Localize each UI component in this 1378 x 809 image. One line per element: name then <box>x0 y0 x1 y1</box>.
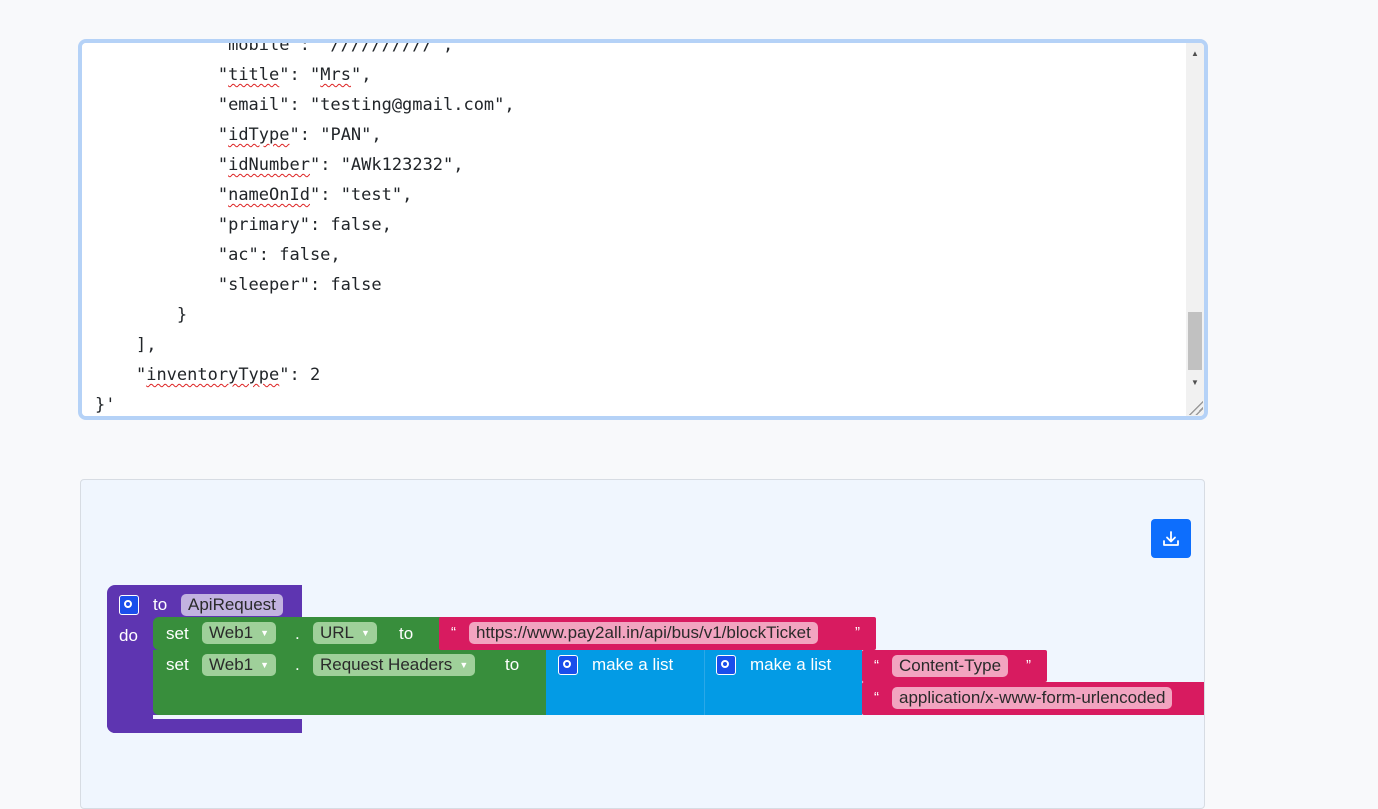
procedure-to-label: to <box>153 595 168 614</box>
chevron-down-icon: ▼ <box>459 660 469 670</box>
code-text-area[interactable]: "mobile": "//////////", "title": "Mrs", … <box>82 43 1186 416</box>
chevron-down-icon: ▼ <box>260 660 270 670</box>
misspelled-word: nameOnId <box>228 185 310 205</box>
property-dropdown-label: URL <box>320 623 355 642</box>
code-line: } <box>176 305 188 325</box>
blocks-workspace[interactable]: to ApiRequest do set Web1 ▼ . URL ▼ to “ h… <box>80 479 1205 809</box>
misspelled-word: idNumber <box>228 155 310 175</box>
dot-label: . <box>295 624 300 643</box>
code-line: ], <box>135 335 157 355</box>
content-type-field[interactable]: Content-Type <box>892 655 1009 677</box>
code-line: }' <box>95 395 116 415</box>
set-request-headers-block[interactable]: set Web1 ▼ . Request Headers ▼ to <box>153 650 547 715</box>
open-quote: “ <box>451 624 456 641</box>
set-label: set <box>166 624 189 643</box>
close-quote: ” <box>1026 657 1031 674</box>
scroll-down-arrow-icon[interactable]: ▼ <box>1191 378 1199 387</box>
component-dropdown-label: Web1 <box>209 623 254 642</box>
dot-label: . <box>295 655 300 674</box>
code-line: "inventoryType": 2 <box>135 365 321 385</box>
code-line: "idNumber": "AWk123232", <box>217 155 464 175</box>
code-line: "mobile": "//////////", <box>217 43 454 55</box>
component-dropdown[interactable]: Web1 ▼ <box>202 622 277 644</box>
code-textarea[interactable]: "mobile": "//////////", "title": "Mrs", … <box>78 39 1208 420</box>
code-content: "mobile": "//////////", "title": "Mrs", … <box>95 43 515 416</box>
component-dropdown-label: Web1 <box>209 655 254 674</box>
open-quote: “ <box>874 657 879 674</box>
to-label: to <box>399 624 414 643</box>
code-line: "nameOnId": "test", <box>217 185 413 205</box>
url-text-block[interactable]: “ https://www.pay2all.in/api/bus/v1/bloc… <box>439 617 876 650</box>
chevron-down-icon: ▼ <box>361 628 370 638</box>
mutator-gear-icon[interactable] <box>716 655 736 675</box>
component-dropdown[interactable]: Web1 ▼ <box>202 654 277 676</box>
code-line: "sleeper": false <box>217 275 382 295</box>
vertical-scrollbar[interactable]: ▲ ▼ <box>1186 43 1204 416</box>
property-dropdown[interactable]: URL ▼ <box>313 622 377 644</box>
code-line: "idType": "PAN", <box>217 125 382 145</box>
misspelled-word: Mrs <box>320 65 351 85</box>
make-a-list-label: make a list <box>592 655 674 674</box>
download-button[interactable] <box>1151 519 1191 558</box>
procedure-do-label: do <box>119 626 138 645</box>
set-label: set <box>166 655 189 674</box>
misspelled-word: inventoryType <box>146 365 280 385</box>
to-label: to <box>505 655 520 674</box>
close-quote: ” <box>855 624 860 641</box>
make-a-list-block-outer[interactable]: make a list <box>546 650 704 715</box>
chevron-down-icon: ▼ <box>260 628 270 638</box>
download-icon <box>1163 531 1179 546</box>
procedure-block-footer <box>107 719 302 733</box>
procedure-name-field[interactable]: ApiRequest <box>181 594 283 616</box>
code-line: "title": "Mrs", <box>217 65 372 85</box>
mutator-gear-icon[interactable] <box>119 595 139 615</box>
misspelled-word: title <box>228 65 280 85</box>
make-a-list-label: make a list <box>750 655 832 674</box>
scrollbar-thumb[interactable] <box>1188 312 1202 370</box>
open-quote: “ <box>874 689 879 706</box>
urlencoded-text-block[interactable]: “ application/x-www-form-urlencoded <box>862 682 1204 715</box>
resize-handle-icon[interactable] <box>1187 399 1203 415</box>
property-dropdown[interactable]: Request Headers ▼ <box>313 654 476 676</box>
mutator-gear-icon[interactable] <box>558 655 578 675</box>
code-line: "primary": false, <box>217 215 392 235</box>
property-dropdown-label: Request Headers <box>320 655 453 674</box>
url-text-field[interactable]: https://www.pay2all.in/api/bus/v1/blockT… <box>469 622 818 644</box>
code-line: "ac": false, <box>217 245 341 265</box>
make-a-list-block-inner[interactable]: make a list <box>704 650 862 715</box>
set-url-block[interactable]: set Web1 ▼ . URL ▼ to <box>153 617 443 650</box>
header-value-field[interactable]: application/x-www-form-urlencoded <box>892 687 1173 709</box>
code-line: "email": "testing@gmail.com", <box>217 95 515 115</box>
content-type-text-block[interactable]: “ Content-Type ” <box>862 650 1047 682</box>
misspelled-word: idType <box>228 125 290 145</box>
scroll-up-arrow-icon[interactable]: ▲ <box>1191 49 1199 58</box>
